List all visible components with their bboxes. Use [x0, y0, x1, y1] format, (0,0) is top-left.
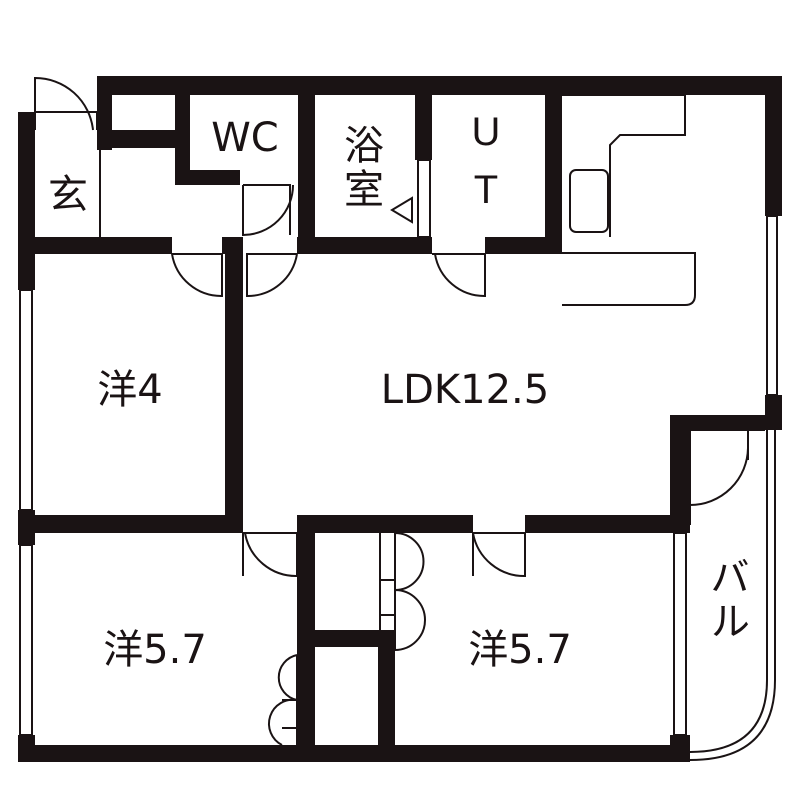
room-label-western-4: 洋4	[97, 367, 163, 413]
room-label-utility: UT	[464, 110, 508, 226]
walls	[18, 76, 782, 762]
room-label-balcony: バル	[703, 556, 749, 644]
room-label-toilet: WC	[211, 115, 279, 161]
room-label-bath: 浴室	[337, 124, 383, 212]
windows	[19, 159, 778, 736]
doors	[34, 76, 749, 746]
room-label-entrance: 玄	[48, 172, 88, 218]
room-label-western-5-7-right: 洋5.7	[468, 627, 572, 673]
room-label-ldk: LDK12.5	[380, 367, 550, 413]
room-label-western-5-7-left: 洋5.7	[103, 627, 207, 673]
